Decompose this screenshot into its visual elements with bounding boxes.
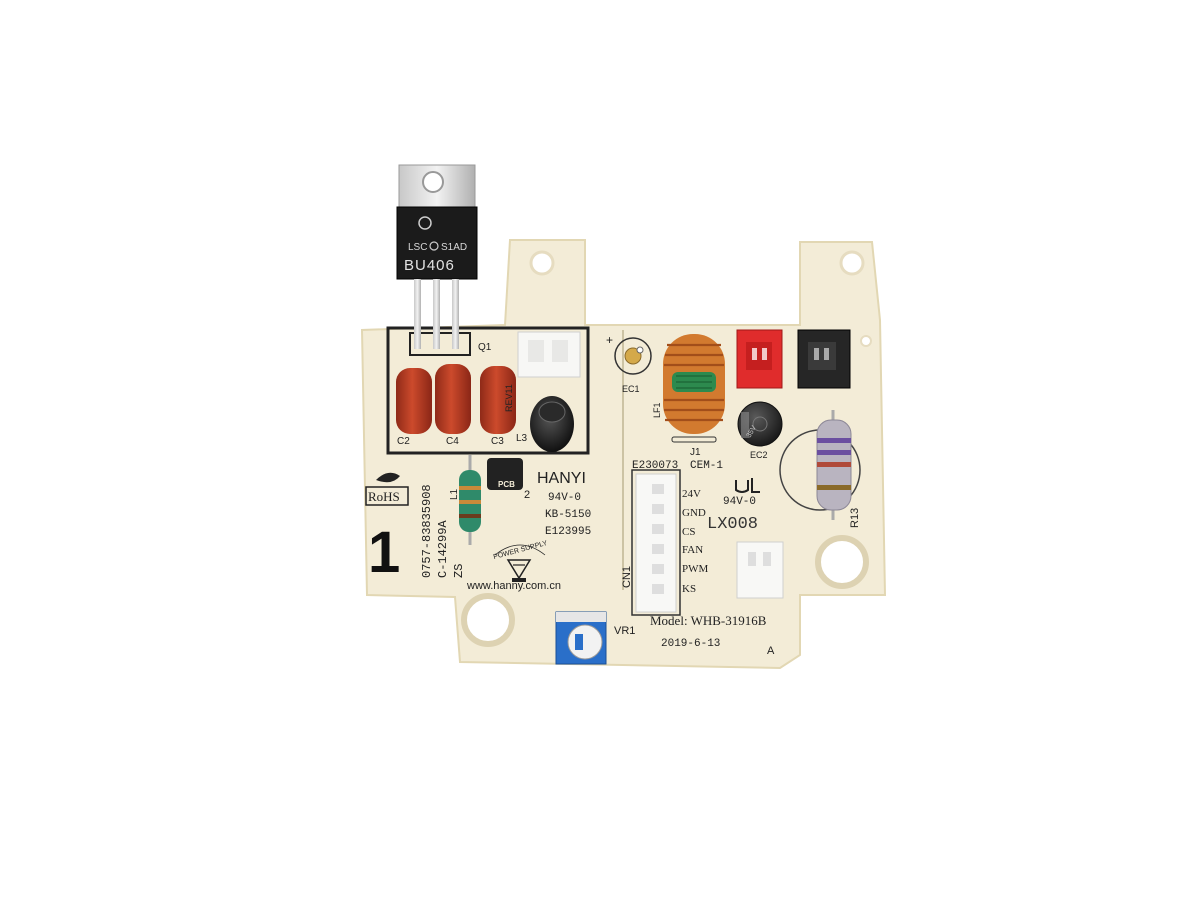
pcb-logo: PCB — [487, 458, 523, 490]
label-ec1: EC1 — [622, 384, 640, 394]
resistor-r13 — [816, 410, 852, 520]
big-number-1: 1 — [368, 520, 400, 585]
label-lf1: LF1 — [652, 402, 662, 418]
ul-code-left: E123995 — [545, 526, 591, 538]
label-q1: Q1 — [478, 342, 492, 353]
zs-mark: ZS — [452, 564, 466, 578]
pin-label-gnd: GND — [682, 507, 706, 519]
mount-hole — [815, 535, 869, 589]
lx-code: LX008 — [707, 515, 758, 534]
label-c2: C2 — [397, 436, 410, 447]
capacitor-ec1 — [614, 337, 652, 375]
film-capacitors — [396, 364, 516, 434]
capacitor-c4 — [435, 364, 471, 434]
capacitor-c3 — [480, 366, 516, 434]
plus-mark: + — [606, 333, 613, 347]
mount-hole — [529, 250, 555, 276]
inductor-l1 — [459, 455, 481, 545]
transistor-marking-code: S1AD — [441, 242, 467, 253]
label-c3: C3 — [491, 436, 504, 447]
ul-code-right: E230073 — [632, 460, 678, 472]
board-code: KB-5150 — [545, 509, 591, 521]
connector-white-bottom — [736, 541, 784, 599]
pin-label-ks: KS — [682, 583, 696, 595]
pcb-board — [360, 239, 887, 670]
capacitor-ec2: 35V — [737, 401, 783, 447]
cn1-pin-labels: 24V GND CS FAN PWM KS — [682, 488, 709, 595]
pin-label-fan: FAN — [682, 544, 703, 556]
silkscreen-box — [386, 326, 590, 455]
flammability-rating-left: 94V-0 — [548, 492, 581, 504]
label-l3: L3 — [516, 433, 528, 444]
transistor-q1: LSC S1AD BU406 — [396, 164, 478, 349]
phone-number: 0757-83835908 — [420, 484, 434, 578]
header-red — [736, 329, 783, 389]
rohs-logo: RoHS — [365, 472, 409, 506]
toroid-lf1 — [663, 334, 725, 434]
mount-hole — [839, 250, 865, 276]
label-2: 2 — [524, 489, 530, 501]
header-black — [797, 329, 851, 389]
rohs-text: RoHS — [368, 489, 400, 504]
website-url: www.hanny.com.cn — [466, 580, 561, 592]
cert-code: C-14299A — [436, 520, 450, 578]
big-number-text: 1 — [368, 520, 400, 585]
revision-letter: A — [767, 645, 775, 657]
pcb-mark-text: PCB — [498, 480, 515, 489]
label-vr1: VR1 — [614, 625, 635, 637]
capacitor-c2 — [396, 368, 432, 434]
brand-name: HANYI — [537, 470, 586, 487]
pin-label-pwm: PWM — [682, 563, 709, 575]
ul-recognized-mark — [735, 478, 760, 493]
label-ec2: EC2 — [750, 450, 768, 460]
transistor-marking-top: LSC — [408, 242, 427, 253]
flammability-rating-right: 94V-0 — [723, 496, 756, 508]
model-number: Model: WHB-31916B — [650, 613, 767, 628]
inductor-l3 — [530, 396, 574, 452]
label-rev1: REV11 — [504, 384, 514, 412]
pin-label-cs: CS — [682, 526, 695, 538]
connector-cn1 — [635, 473, 677, 613]
label-c4: C4 — [446, 436, 459, 447]
transistor-part-number: BU406 — [404, 257, 455, 274]
connector-white-small — [517, 331, 581, 378]
laminate-type: CEM-1 — [690, 460, 723, 472]
pin-label-24v: 24V — [682, 488, 701, 500]
label-j1: J1 — [690, 447, 701, 458]
label-r13: R13 — [849, 508, 861, 528]
trimmer-vr1 — [555, 611, 607, 665]
label-l1: L1 — [449, 488, 460, 500]
manufacture-date: 2019-6-13 — [661, 638, 720, 650]
mount-hole — [461, 593, 515, 647]
label-cn1: CN1 — [621, 566, 633, 588]
